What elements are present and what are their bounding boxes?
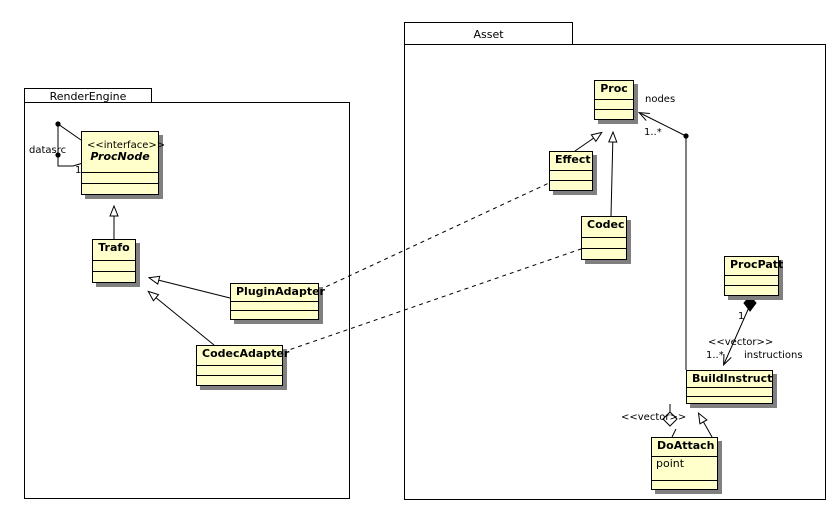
class-operations-codecadapter [197, 375, 282, 385]
class-title-codec: Codec [587, 218, 625, 231]
class-proc[interactable]: Proc [594, 80, 634, 120]
class-name-compartment-trafo: Trafo [93, 240, 135, 260]
class-operations-trafo [93, 271, 135, 282]
class-name-compartment-procnode: <<interface>> ProcNode [82, 132, 166, 172]
class-name-compartment-codec: Codec [582, 217, 626, 237]
edge-label-procpatt-multiplicity: 1 [738, 311, 745, 322]
class-operations-pluginadapter [231, 310, 318, 319]
class-name-compartment-buildinstruct: BuildInstruct [687, 371, 772, 387]
class-operations-codec [582, 248, 626, 259]
edge-label-vector-doattach: <<vector>> [621, 412, 687, 423]
class-title-buildinstruct: BuildInstruct [692, 372, 773, 385]
class-trafo[interactable]: Trafo [92, 239, 136, 283]
class-operations-proc [595, 109, 633, 119]
edge-label-nodes-multiplicity: 1..* [644, 127, 662, 138]
class-attributes-procnode [82, 172, 158, 183]
class-name-compartment-codecadapter: CodecAdapter [197, 346, 289, 365]
class-name-compartment-procpatt: ProcPatt [725, 257, 783, 275]
class-operations-procpatt [725, 285, 778, 295]
edge-label-datasrc-multiplicity: 1 [75, 165, 82, 176]
class-pluginadapter[interactable]: PluginAdapter [230, 283, 325, 320]
class-attributes-buildinstruct [687, 387, 772, 396]
class-attributes-trafo [93, 260, 135, 271]
class-title-trafo: Trafo [98, 241, 130, 254]
class-title-proc: Proc [600, 82, 628, 95]
class-procpatt[interactable]: ProcPatt [724, 256, 783, 296]
class-operations-effect [550, 180, 592, 190]
package-label-renderengine: RenderEngine [49, 89, 127, 103]
class-name-compartment-doattach: DoAttach [652, 438, 717, 456]
class-operations-procnode [82, 183, 158, 194]
package-asset[interactable] [404, 44, 826, 500]
class-name-compartment-proc: Proc [595, 81, 633, 99]
class-attributes-proc [595, 99, 633, 109]
class-attribute-doattach-point: point [656, 457, 685, 470]
class-buildinstruct[interactable]: BuildInstruct [686, 370, 773, 404]
edge-label-nodes: nodes [645, 94, 676, 105]
class-attributes-doattach: point [652, 456, 717, 480]
class-stereotype-procnode: <<interface>> [87, 139, 166, 151]
class-attributes-codec [582, 237, 626, 248]
package-tab-asset[interactable]: Asset [404, 22, 573, 45]
package-tab-renderengine[interactable]: RenderEngine [24, 88, 152, 103]
class-procnode[interactable]: <<interface>> ProcNode [81, 131, 166, 195]
class-attributes-pluginadapter [231, 301, 318, 310]
class-attributes-effect [550, 170, 592, 180]
edge-label-instructions: instructions [744, 350, 803, 361]
class-effect[interactable]: Effect [549, 151, 593, 191]
package-renderengine[interactable] [24, 102, 350, 499]
class-title-procnode: ProcNode [90, 150, 150, 164]
class-operations-doattach [652, 479, 717, 489]
class-title-effect: Effect [555, 153, 591, 166]
class-doattach[interactable]: DoAttach point [651, 437, 718, 490]
class-title-procpatt: ProcPatt [730, 258, 784, 271]
class-operations-buildinstruct [687, 396, 772, 405]
package-label-asset: Asset [473, 27, 504, 41]
class-attributes-codecadapter [197, 365, 282, 375]
edge-label-vector-instructions: <<vector>> [708, 337, 774, 348]
class-codecadapter[interactable]: CodecAdapter [196, 345, 289, 386]
class-title-pluginadapter: PluginAdapter [236, 285, 325, 298]
class-name-compartment-pluginadapter: PluginAdapter [231, 284, 325, 301]
class-title-codecadapter: CodecAdapter [202, 347, 290, 360]
edge-label-datasrc: datasrc [29, 145, 67, 156]
class-attributes-procpatt [725, 275, 778, 285]
class-name-compartment-effect: Effect [550, 152, 592, 170]
class-codec[interactable]: Codec [581, 216, 627, 260]
class-title-doattach: DoAttach [657, 439, 715, 452]
edge-label-instructions-multiplicity: 1..* [706, 350, 724, 361]
